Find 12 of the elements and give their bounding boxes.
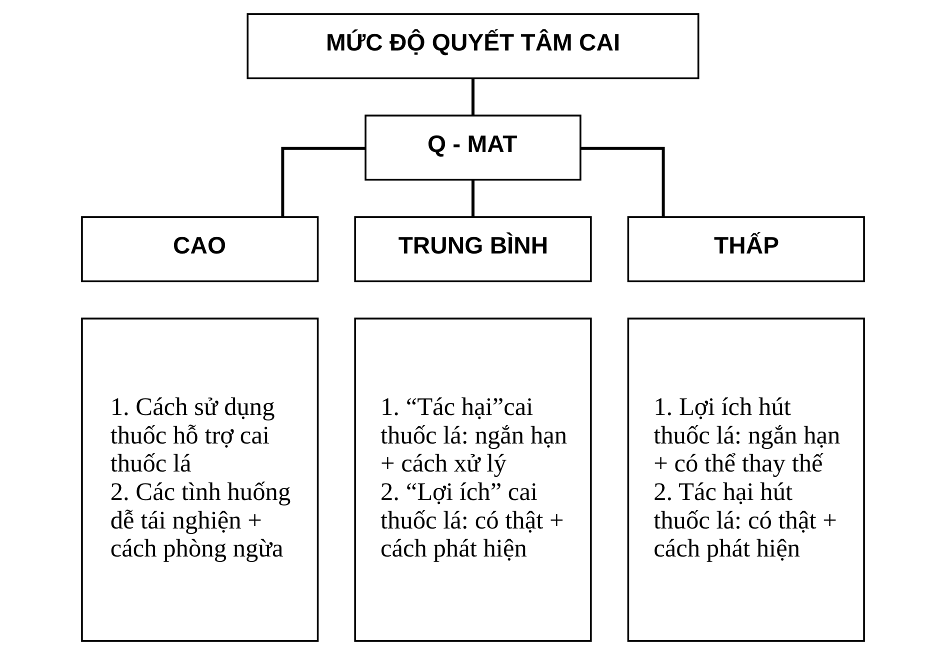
node-box: MỨC ĐỘ QUYẾT TÂM CAI	[246, 13, 699, 80]
connector	[280, 146, 365, 217]
node-box: CAO	[80, 216, 318, 282]
node-box: Q - MAT	[364, 114, 581, 181]
node-box: TRUNG BÌNH	[354, 216, 592, 282]
connector	[580, 146, 664, 217]
connector	[471, 78, 474, 116]
node-box: 1. Cách sử dụng thuốc hỗ trợ cai thuốc lá 2. Các tình huống dễ tái nghiện + cách phòng ngừa	[80, 318, 318, 642]
node-box: THẤP	[626, 216, 864, 282]
connector	[471, 180, 474, 217]
node-box: 1. “Tác hại”cai thuốc lá: ngắn hạn + cách xử lý 2. “Lợi ích” cai thuốc lá: có thật + cách phát hiện	[354, 318, 592, 642]
node-box: 1. Lợi ích hút thuốc lá: ngắn hạn + có thể thay thế 2. Tác hại hút thuốc lá: có thật + cách phát hiện	[626, 318, 864, 642]
